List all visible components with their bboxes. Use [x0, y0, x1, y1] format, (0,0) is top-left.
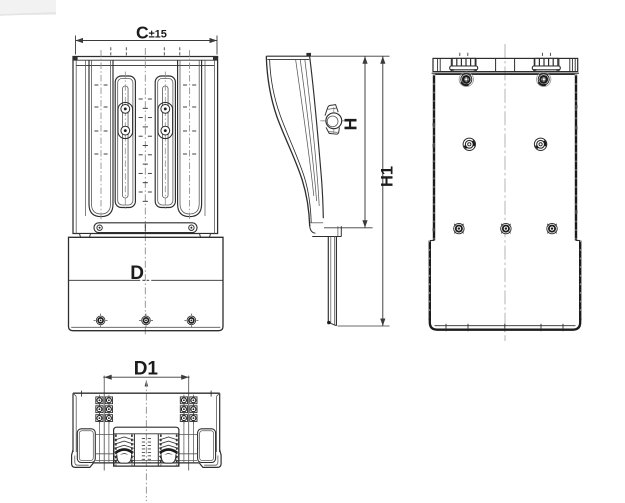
fork-shank	[327, 236, 337, 327]
dim-h-label: H	[341, 118, 361, 131]
side-pads	[76, 428, 217, 464]
dim-c-letter: C	[136, 22, 149, 42]
rear-body	[428, 73, 582, 332]
side-profile	[265, 52, 324, 227]
bolt-icon	[535, 71, 552, 88]
bolt-icon	[452, 222, 466, 235]
dim-h1-label: H1	[379, 166, 397, 187]
front-view-label: D	[130, 263, 144, 284]
lower-box: D	[67, 236, 224, 332]
dimension-h1: H1	[337, 56, 397, 327]
hose-fitting	[320, 104, 348, 135]
rear-bolts	[452, 71, 559, 235]
center-chain	[138, 48, 153, 335]
dimension-d1: D1	[103, 359, 190, 471]
drawing-content: C ±15 D H H1	[67, 22, 582, 501]
bottom-bar	[93, 222, 198, 234]
dim-d1-label: D1	[134, 359, 159, 380]
rear-top-band	[431, 52, 579, 74]
bolt-clusters	[95, 394, 198, 463]
bolt-icon	[458, 71, 475, 88]
bolt-icon	[461, 137, 477, 152]
front-view: C ±15 D	[67, 22, 224, 335]
center-block	[112, 426, 181, 468]
dimension-arrowhead	[362, 220, 368, 228]
slide-rails	[114, 71, 176, 211]
dim-c-tolerance: ±15	[149, 28, 167, 40]
dimension-arrowhead	[362, 56, 368, 64]
dimension-c: C ±15	[75, 22, 218, 55]
bottom-body	[71, 390, 222, 468]
dimension-arrowhead	[104, 374, 112, 380]
dimension-arrowhead	[181, 374, 189, 380]
front-frame	[72, 55, 219, 235]
side-view: H H1	[265, 52, 397, 327]
dimension-h: H	[309, 55, 390, 229]
bolt-icon	[545, 222, 559, 235]
bottom-view: D1	[71, 359, 222, 501]
dimension-arrowhead	[380, 318, 386, 326]
scan-artifact	[0, 0, 56, 15]
dimension-arrowhead	[75, 37, 83, 44]
bolt-icon	[499, 222, 513, 235]
bolt-icon	[533, 137, 548, 152]
rear-view	[428, 44, 582, 341]
upright-channels	[88, 50, 203, 221]
dimension-arrowhead	[209, 37, 217, 44]
dimension-arrowhead	[380, 56, 386, 64]
